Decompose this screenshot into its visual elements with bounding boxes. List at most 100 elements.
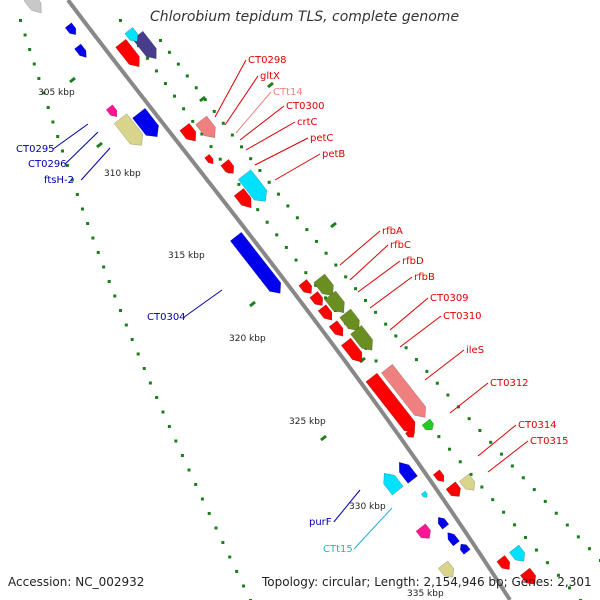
tick-dot (70, 178, 74, 182)
gene-arrow (398, 461, 418, 484)
tick-dot (435, 381, 439, 385)
gene-arrow (383, 473, 404, 496)
accession-label: Accession: NC_002932 (8, 575, 145, 589)
tick-dot (314, 239, 318, 243)
tick-dot (214, 526, 218, 530)
leader-line (389, 297, 429, 331)
ruler-tick (69, 76, 76, 84)
tick-dot (176, 62, 180, 66)
tick-dot (142, 367, 146, 370)
tick-dot (96, 251, 100, 254)
gene-label: CT0295 (16, 144, 55, 155)
ruler-tick (249, 300, 256, 308)
gene-features (23, 0, 536, 585)
tick-dot (510, 464, 514, 468)
gene-arrow (233, 188, 252, 209)
tick-dot (185, 74, 189, 78)
tick-dot (91, 236, 95, 240)
ruler-tick (199, 95, 206, 103)
tick-dot (567, 586, 571, 590)
tick-dot (145, 56, 149, 60)
leader-line (369, 276, 413, 309)
tick-dot (267, 180, 271, 184)
gene-label: CTt15 (323, 544, 353, 555)
gene-arrow (415, 523, 431, 539)
tick-dot (295, 216, 299, 220)
tick-dot (534, 548, 538, 552)
leader-line (64, 131, 99, 165)
tick-dot (237, 182, 241, 186)
gene-arrow (105, 104, 118, 118)
tick-dot (324, 251, 328, 255)
tick-dot (587, 547, 591, 551)
gene-label: rfbA (382, 226, 403, 237)
ruler-label: 320 kbp (229, 334, 266, 344)
gene-label: CT0300 (286, 101, 325, 112)
tick-dot (182, 107, 186, 111)
gene-label: CT0304 (147, 312, 186, 323)
tick-dot (200, 132, 204, 136)
tick-dot (61, 149, 65, 153)
leader-line (477, 424, 517, 457)
gene-arrow (445, 481, 461, 497)
tick-dot (207, 512, 211, 515)
tick-dot (194, 86, 198, 90)
leader-line (214, 59, 247, 118)
tick-dot (502, 510, 506, 514)
tick-dot (148, 381, 152, 385)
tick-dot (554, 511, 558, 515)
leader-line (245, 121, 296, 151)
tick-dot (161, 410, 165, 414)
tick-dot (113, 294, 117, 298)
tick-dot (19, 19, 22, 22)
ruler-tick (330, 221, 337, 229)
tick-dot (187, 468, 191, 472)
tick-dot (523, 535, 527, 539)
genome-backbone (66, 0, 512, 600)
gene-label: CT0298 (248, 55, 287, 66)
gene-label: CT0310 (443, 311, 482, 322)
gene-label: petB (322, 149, 345, 160)
tick-dot (404, 346, 408, 350)
tick-dot (173, 94, 177, 98)
gene-arrow (74, 43, 87, 58)
tick-dot (56, 135, 60, 138)
gene-label: ileS (466, 345, 484, 356)
gene-label: petC (310, 133, 333, 144)
tick-dot (209, 145, 213, 149)
tick-dot (314, 283, 318, 287)
tick-dot (324, 296, 328, 300)
gene-arrow (64, 22, 77, 36)
gene-label: rfbC (390, 240, 411, 251)
gene-arrow (421, 418, 434, 431)
gene-arrow (309, 291, 324, 306)
tick-dot (124, 323, 128, 327)
tick-dot (119, 309, 122, 312)
tick-dot (86, 222, 90, 225)
tick-dot (221, 121, 225, 125)
tick-dot (265, 220, 269, 224)
gene-label: gltX (260, 71, 280, 82)
tick-dot (155, 396, 159, 399)
leader-line (254, 137, 309, 166)
leader-line (224, 75, 259, 126)
tick-dot (37, 77, 41, 80)
ruler-label: 305 kbp (38, 88, 75, 98)
leader-line (424, 349, 465, 381)
gene-arrow (437, 516, 450, 530)
gene-arrow (179, 122, 197, 142)
tick-dot (119, 19, 122, 22)
gene-arrow (432, 469, 445, 483)
ruler-label: 330 kbp (349, 502, 386, 512)
leader-line (449, 382, 489, 414)
tick-dot (491, 498, 495, 502)
gene-arrow (23, 0, 42, 14)
ruler-label: 315 kbp (168, 251, 205, 261)
tick-dot (284, 245, 288, 249)
leader-line (80, 147, 111, 181)
tick-dot (154, 69, 158, 73)
tick-dot (159, 39, 162, 42)
tick-dot (65, 164, 69, 167)
tick-dot (200, 497, 204, 501)
tick-dot (304, 271, 308, 275)
